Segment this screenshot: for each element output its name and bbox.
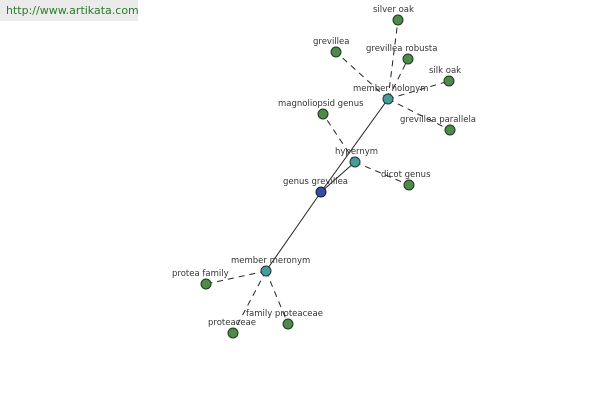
edge-member-holonym-grevillea-robusta — [387, 58, 409, 100]
site-url-banner[interactable]: http://www.artikata.com — [0, 0, 139, 21]
label-member-holonym[interactable]: member holonym — [353, 84, 428, 94]
label-member-meronym[interactable]: member meronym — [231, 256, 310, 266]
edge-member-meronym-family-proteaceae — [265, 270, 289, 325]
graph-edges — [205, 19, 451, 334]
node-hypernym[interactable] — [349, 156, 361, 168]
label-silver-oak[interactable]: silver oak — [373, 5, 414, 15]
label-grevillea[interactable]: grevillea — [313, 37, 350, 47]
edge-genus-grevillea-member-meronym — [265, 191, 322, 272]
graph-labels: genus grevillea member holonym hypernym mem… — [172, 5, 476, 328]
label-genus-grevillea[interactable]: genus grevillea — [283, 177, 348, 187]
node-grevillea-parallela[interactable] — [444, 124, 456, 136]
edge-genus-grevillea-member-holonym — [320, 98, 389, 193]
edge-genus-grevillea-hypernym — [320, 161, 356, 193]
node-member-meronym[interactable] — [260, 265, 272, 277]
node-genus-grevillea[interactable] — [315, 186, 327, 198]
node-proteaceae[interactable] — [227, 327, 239, 339]
node-grevillea[interactable] — [330, 46, 342, 58]
edge-member-meronym-proteaceae — [232, 270, 267, 334]
label-dicot-genus[interactable]: dicot genus — [381, 170, 431, 180]
label-hypernym[interactable]: hypernym — [335, 147, 378, 157]
label-grevillea-robusta[interactable]: grevillea robusta — [366, 44, 437, 54]
node-grevillea-robusta[interactable] — [402, 53, 414, 65]
edge-hypernym-magnoliopsid-genus — [322, 113, 356, 163]
label-family-proteaceae[interactable]: family proteaceae — [246, 309, 323, 319]
label-grevillea-parallela[interactable]: grevillea parallela — [400, 115, 476, 125]
node-family-proteaceae[interactable] — [282, 318, 294, 330]
graph-nodes — [200, 14, 456, 339]
edge-hypernym-dicot-genus — [354, 161, 410, 186]
edge-member-holonym-grevillea-parallela — [387, 98, 451, 131]
node-member-holonym[interactable] — [382, 93, 394, 105]
edge-member-holonym-silver-oak — [387, 19, 399, 100]
node-magnoliopsid-genus[interactable] — [317, 108, 329, 120]
node-dicot-genus[interactable] — [403, 179, 415, 191]
label-silk-oak[interactable]: silk oak — [429, 66, 461, 76]
label-magnoliopsid-genus[interactable]: magnoliopsid genus — [278, 99, 364, 109]
label-proteaceae[interactable]: proteaceae — [208, 318, 256, 328]
edge-member-holonym-grevillea — [335, 51, 389, 100]
label-protea-family[interactable]: protea family — [172, 269, 229, 279]
node-silk-oak[interactable] — [443, 75, 455, 87]
node-silver-oak[interactable] — [392, 14, 404, 26]
node-protea-family[interactable] — [200, 278, 212, 290]
